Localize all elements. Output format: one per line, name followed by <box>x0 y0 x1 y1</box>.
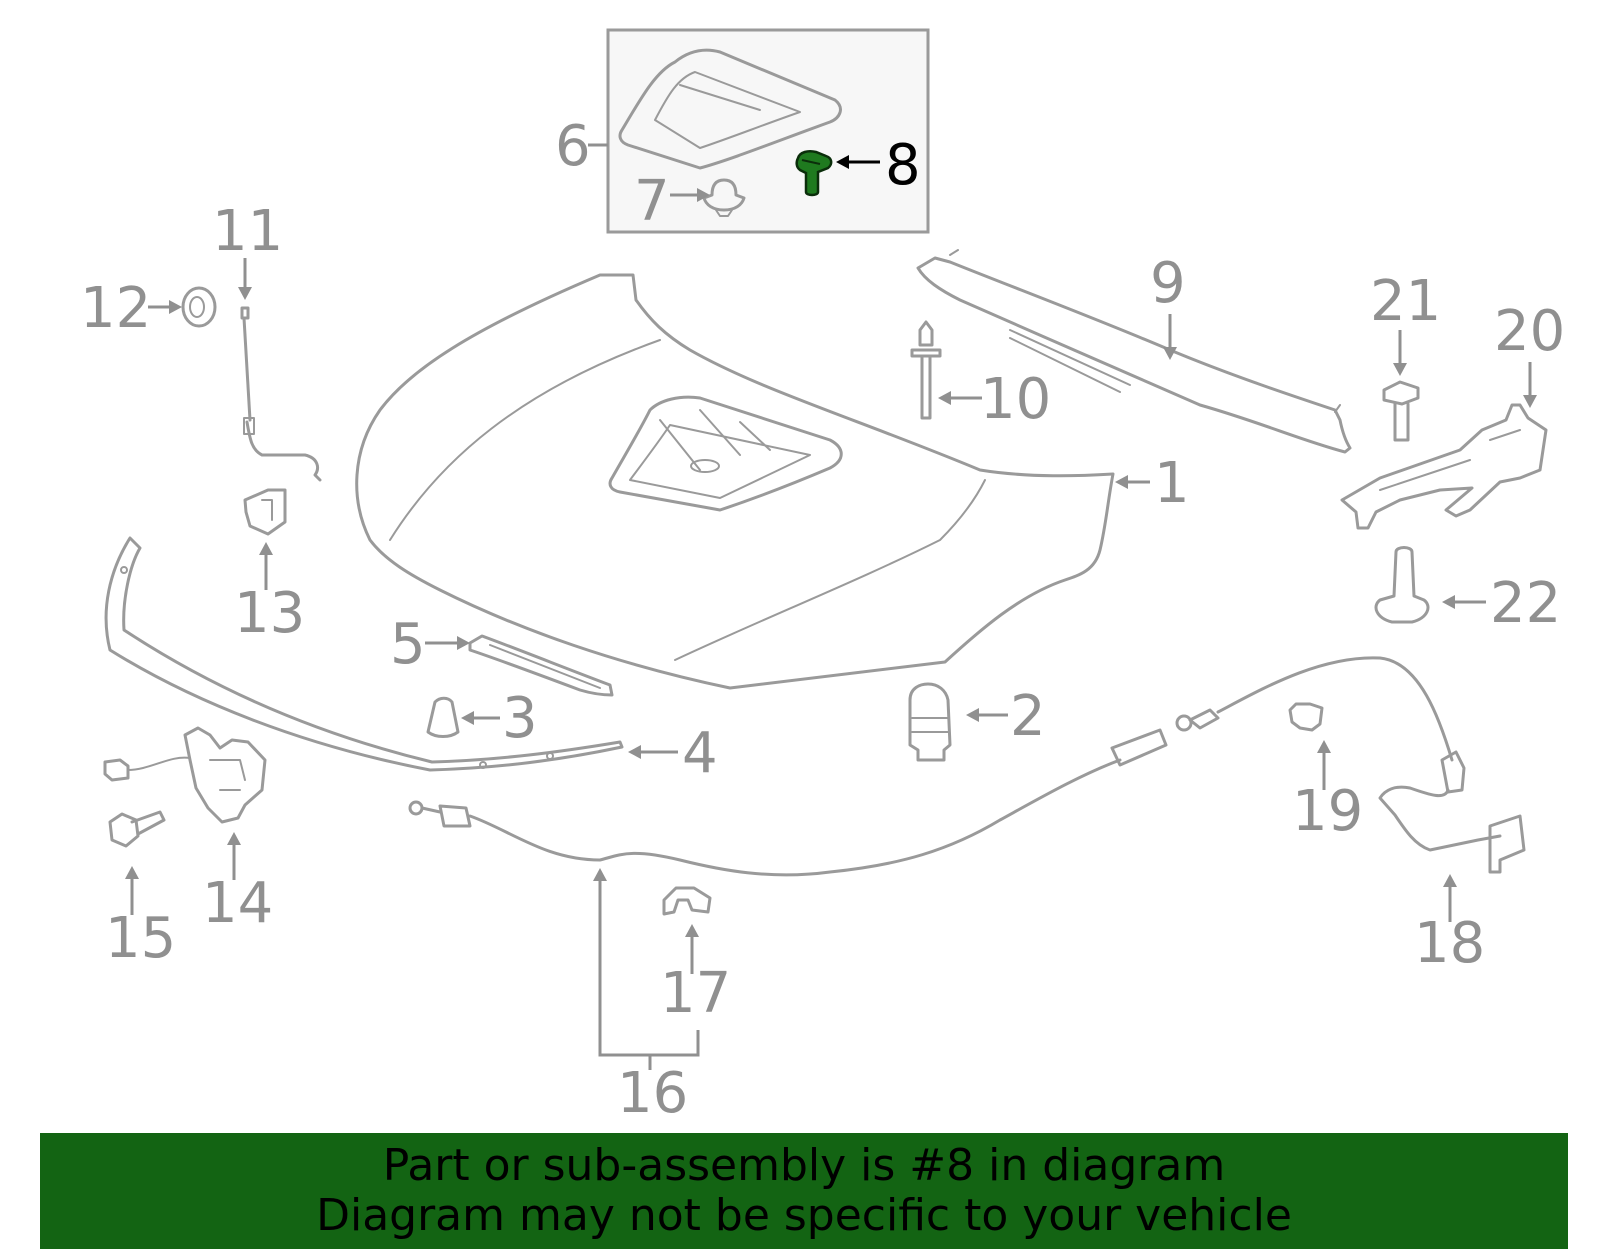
part-10-bolt <box>910 320 942 420</box>
part-13-clip <box>243 488 287 536</box>
callout-10: 10 <box>980 367 1051 432</box>
inset-box <box>606 28 930 234</box>
part-19-clip <box>1288 702 1324 732</box>
callout-6: 6 <box>555 114 591 179</box>
part-15-bolt <box>108 810 166 848</box>
callout-12: 12 <box>80 276 151 341</box>
info-banner: Part or sub-assembly is #8 in diagram Di… <box>40 1133 1568 1249</box>
callout-4: 4 <box>682 721 718 786</box>
part-9-seal <box>916 249 1352 454</box>
callout-22: 22 <box>1490 571 1561 636</box>
callout-5: 5 <box>390 612 426 677</box>
part-8-clip[interactable] <box>795 150 833 197</box>
callout-2: 2 <box>1010 684 1046 749</box>
part-20-hinge <box>1340 403 1548 530</box>
part-5-strip <box>468 634 614 697</box>
callout-8: 8 <box>885 133 921 198</box>
part-4-front-seal <box>104 536 624 772</box>
part-2-cushion <box>908 682 952 762</box>
part-16-release-cable <box>408 656 1454 877</box>
part-21-bolt <box>1382 380 1420 442</box>
callout-11: 11 <box>212 199 283 264</box>
callout-21: 21 <box>1370 269 1441 334</box>
callout-9: 9 <box>1150 251 1186 316</box>
callout-15: 15 <box>105 906 176 971</box>
callout-19: 19 <box>1292 779 1363 844</box>
part-12-grommet <box>181 286 217 328</box>
callout-16: 16 <box>617 1061 688 1126</box>
part-22-bumper <box>1374 546 1430 624</box>
callout-labels: 1 2 3 4 5 6 7 8 9 10 11 12 13 14 15 16 1… <box>80 114 1565 1126</box>
banner-line-2: Diagram may not be specific to your vehi… <box>316 1190 1292 1241</box>
part-17-clip <box>662 886 712 916</box>
hood-panel <box>355 273 1115 690</box>
callout-1: 1 <box>1154 451 1190 516</box>
callout-20: 20 <box>1494 299 1565 364</box>
callout-7: 7 <box>634 169 670 234</box>
part-18-release-handle <box>1378 750 1526 874</box>
part-3-bumper <box>426 696 460 738</box>
callout-13: 13 <box>234 581 305 646</box>
banner-line-1: Part or sub-assembly is #8 in diagram <box>382 1140 1226 1191</box>
part-11-prop-rod <box>240 306 322 482</box>
callout-18: 18 <box>1414 911 1485 976</box>
callout-14: 14 <box>202 871 273 936</box>
part-14-latch <box>103 726 267 824</box>
leader-lines <box>125 143 1537 1070</box>
callout-17: 17 <box>660 961 731 1026</box>
callout-3: 3 <box>502 686 538 751</box>
